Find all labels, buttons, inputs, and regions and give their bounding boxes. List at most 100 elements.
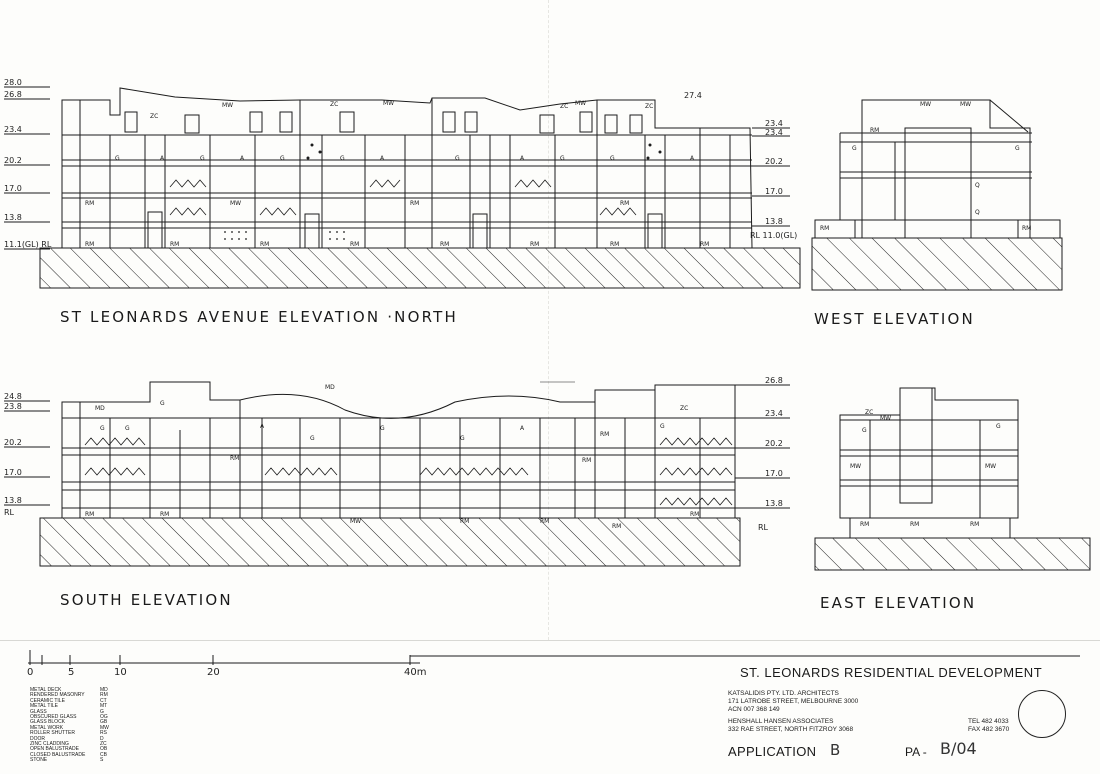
svg-text:Q: Q bbox=[975, 182, 980, 189]
north-right-level-label: 13.8 bbox=[765, 217, 783, 226]
east-core bbox=[899, 387, 933, 504]
svg-text:ZC: ZC bbox=[680, 405, 688, 412]
south-level-label: RL bbox=[4, 508, 15, 517]
svg-text:RM: RM bbox=[230, 455, 239, 462]
north-right-level-lines bbox=[752, 127, 790, 227]
east-ground-hatch bbox=[814, 537, 1091, 571]
north-glass-block bbox=[224, 143, 662, 240]
svg-text:G: G bbox=[100, 425, 105, 432]
svg-text:RM: RM bbox=[860, 521, 869, 528]
north-building-outline bbox=[61, 87, 753, 249]
svg-text:RM: RM bbox=[85, 511, 94, 518]
svg-text:ZC: ZC bbox=[865, 409, 873, 416]
svg-text:A: A bbox=[260, 423, 265, 430]
svg-text:G: G bbox=[200, 155, 205, 162]
pa-label: PA - bbox=[905, 745, 927, 759]
north-right-level-label: 23.4 bbox=[765, 128, 783, 137]
svg-text:G: G bbox=[1015, 145, 1020, 152]
south-balustrades bbox=[84, 437, 733, 506]
architect-acn: ACN 007 368 149 bbox=[728, 706, 780, 713]
west-core bbox=[904, 127, 972, 239]
north-level-label: 11.1(GL) RL bbox=[4, 240, 52, 249]
svg-text:MW: MW bbox=[222, 102, 233, 109]
north-right-level-label: RL 11.0(GL) bbox=[750, 231, 797, 240]
svg-text:MW: MW bbox=[850, 463, 861, 470]
north-balustrades bbox=[169, 179, 637, 216]
south-level-label: 23.8 bbox=[4, 402, 22, 411]
svg-text:G: G bbox=[996, 423, 1001, 430]
svg-text:A: A bbox=[520, 425, 525, 432]
north-level-label: 26.8 bbox=[4, 90, 22, 99]
svg-text:MW: MW bbox=[383, 100, 394, 107]
north-right-level-label: 17.0 bbox=[765, 187, 783, 196]
title-block-border bbox=[0, 640, 1100, 641]
svg-text:G: G bbox=[280, 155, 285, 162]
north-door-3 bbox=[472, 213, 488, 249]
north-level-label: 28.0 bbox=[4, 78, 22, 87]
svg-text:RM: RM bbox=[350, 241, 359, 248]
svg-text:MW: MW bbox=[960, 101, 971, 108]
north-right-level-label: 23.4 bbox=[765, 119, 783, 128]
south-elevation-title: SOUTH ELEVATION bbox=[60, 591, 233, 609]
north-right-level-label: 20.2 bbox=[765, 157, 783, 166]
svg-text:RM: RM bbox=[440, 241, 449, 248]
south-level-label: 17.0 bbox=[4, 468, 22, 477]
svg-text:A: A bbox=[380, 155, 385, 162]
north-upper-windows bbox=[124, 111, 643, 134]
north-door-4 bbox=[647, 213, 663, 249]
svg-text:RM: RM bbox=[85, 200, 94, 207]
svg-text:G: G bbox=[340, 155, 345, 162]
svg-text:RM: RM bbox=[610, 241, 619, 248]
south-right-level-label: 17.0 bbox=[765, 469, 783, 478]
architect-name: KATSALIDIS PTY. LTD. ARCHITECTS bbox=[728, 690, 839, 697]
svg-text:RM: RM bbox=[970, 521, 979, 528]
application-value: B bbox=[830, 741, 841, 759]
pa-value: B/04 bbox=[940, 739, 977, 758]
north-level-label: 13.8 bbox=[4, 213, 22, 222]
svg-text:G: G bbox=[380, 425, 385, 432]
svg-text:G: G bbox=[160, 400, 165, 407]
svg-text:G: G bbox=[862, 427, 867, 434]
svg-text:RM: RM bbox=[600, 431, 609, 438]
level-labels: 28.0 26.8 23.4 20.2 17.0 13.8 11.1(GL) R… bbox=[4, 78, 797, 532]
svg-text:RM: RM bbox=[160, 511, 169, 518]
north-elevation-title: ST LEONARDS AVENUE ELEVATION ·NORTH bbox=[60, 308, 458, 326]
svg-text:RM: RM bbox=[582, 457, 591, 464]
south-level-lines bbox=[4, 400, 50, 506]
scale-tick-label: 20 bbox=[207, 667, 220, 678]
svg-text:A: A bbox=[520, 155, 525, 162]
svg-text:MW: MW bbox=[985, 463, 996, 470]
svg-text:MD: MD bbox=[325, 384, 335, 391]
fax: FAX 482 3670 bbox=[968, 726, 1010, 733]
south-level-label: 20.2 bbox=[4, 438, 22, 447]
svg-text:G: G bbox=[560, 155, 565, 162]
svg-text:RM: RM bbox=[460, 518, 469, 525]
svg-text:MW: MW bbox=[350, 518, 361, 525]
svg-text:RM: RM bbox=[530, 241, 539, 248]
application-label: APPLICATION bbox=[728, 744, 817, 759]
south-bays bbox=[79, 390, 701, 518]
svg-text:ZC: ZC bbox=[330, 101, 338, 108]
west-ground-hatch bbox=[811, 237, 1063, 291]
north-level-label: 17.0 bbox=[4, 184, 22, 193]
north-level-label: 23.4 bbox=[4, 125, 22, 134]
project-title: ST. LEONARDS RESIDENTIAL DEVELOPMENT bbox=[740, 665, 1043, 680]
svg-text:MW: MW bbox=[230, 200, 241, 207]
south-right-level-label: 26.8 bbox=[765, 376, 783, 385]
svg-text:G: G bbox=[852, 145, 857, 152]
svg-text:RM: RM bbox=[700, 241, 709, 248]
svg-text:G: G bbox=[660, 423, 665, 430]
svg-text:A: A bbox=[160, 155, 165, 162]
svg-text:A: A bbox=[240, 155, 245, 162]
west-base-right bbox=[1017, 219, 1061, 239]
